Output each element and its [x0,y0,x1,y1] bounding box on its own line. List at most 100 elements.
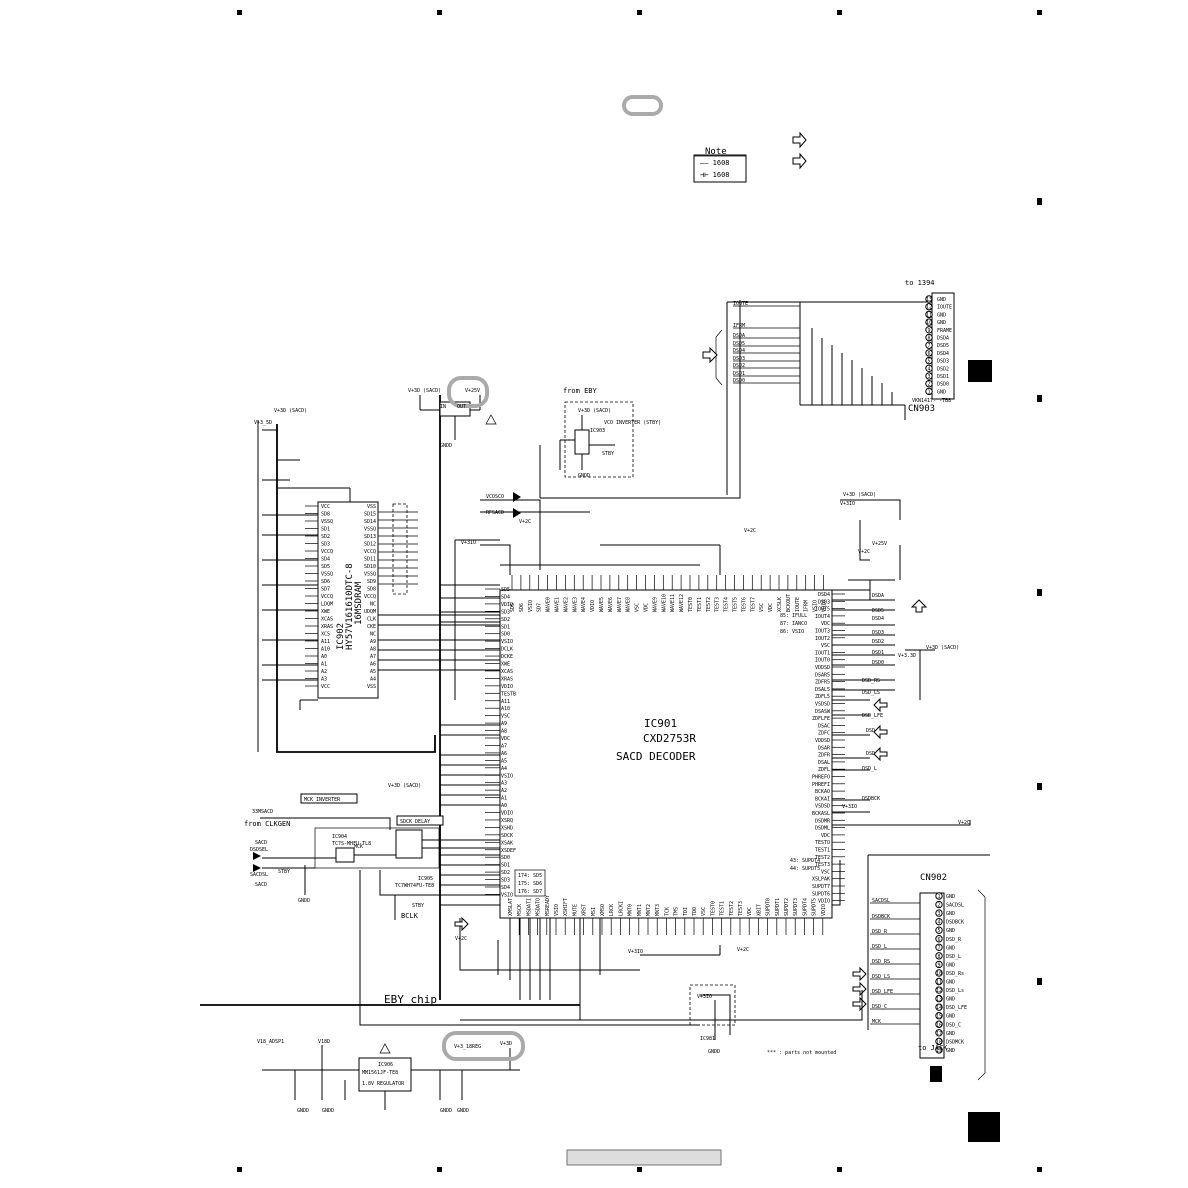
left-power-rail [257,420,436,753]
cn903-signal-label: DSD4 [733,348,745,354]
ic901-right-pin: IOUT5 [815,607,830,613]
arrow-left-icon-lfe [873,697,888,713]
cn903-pin-number: 7 [927,343,930,349]
ic901-top-pin: VSIO [528,600,534,612]
dram-resistor-array [378,503,418,595]
cn902-signal-label: DSD_RS [872,959,890,965]
mck-inverter-label-box [300,793,358,804]
v3d-label: V+3D [500,1041,512,1047]
cn903-pin-number: 6 [927,351,930,357]
v3io-right: V+3IO [840,501,855,507]
arrow-left-icon-c [873,724,888,740]
cn902-signal-label: DSD_LFE [872,989,893,995]
bottom-wiring [359,870,863,1040]
ic905-part: TC7WH74FU-TE8 [395,883,434,889]
cn902-arrow-icon-2 [852,981,867,997]
ic901-top-pin: VDIO [590,600,596,612]
note-line-1: —— 1608 [700,159,730,167]
ic902-left-pin: VSSQ [321,519,333,525]
reg-top [419,395,481,440]
cn902-pin-number: 19 [936,1048,942,1054]
ic901-bottom-pin: VDIO [821,904,827,916]
ic901-top-pin: WAVE10 [661,594,667,612]
cn903-pin-number: 11 [926,312,932,318]
ic901-left-pin: SD3 [501,609,510,615]
ic901-right-pin: DSASW [815,709,831,715]
cn902-pin-circle [935,917,943,926]
ic981-ref: IC981 [700,1036,715,1042]
ic901-right-pin: PHREFO [812,775,830,781]
ic901-right-pin: BCKASL [812,811,830,817]
ic901-top-pin: WAVE1 [555,597,561,612]
ic901-left-pin: TESTB [501,691,516,697]
ic902-right-pin: SD8 [367,587,376,593]
warning-icon-bottom [379,1043,391,1054]
ic901-right-pin: VSC [821,869,830,875]
cn902-pin-circle [935,952,943,960]
gndd-reg: GNDD [440,443,452,449]
reg-in: IN [440,404,446,410]
ic901-left-pin: A11 [501,699,510,705]
cn902-pin-number: 15 [936,1014,942,1020]
ic901-bottom-pin: TEST0 [710,901,716,916]
ic901-right-pin: VDC [821,621,830,627]
cn902-pin-name: DSD_Ls [946,988,964,994]
svg-text:DSD1: DSD1 [872,650,884,656]
ic901-right-pin: ZDFR5 [815,680,830,686]
svg-text:174: SD5: 174: SD5 [518,873,542,879]
cn903-pin-circle [925,356,933,365]
rfsacd-label: RFSACD [486,510,504,516]
ic901-right-pin: BCKAO [815,789,830,795]
ic901-right-pin: VDIO [818,899,830,905]
cn902-pin-circle [935,935,943,943]
ic901-top-pin: WAVE6 [608,597,614,612]
ic902-right-pin: SD12 [364,542,376,548]
cn902-pin-name: DSD_C [946,1022,961,1028]
cn902-pin-number: 14 [936,1005,942,1011]
ic902-left-pin: A2 [321,669,327,675]
ic902-left-pin: SD7 [321,587,330,593]
svg-text:87: IANCO: 87: IANCO [780,621,807,627]
ic902-left-pin: VCCQ [321,549,333,555]
ic901-bottom-pin: XBIT [756,904,762,916]
ic901-bottom-pin: TDO [692,907,698,916]
cn902-signal-label: SACDSL [872,898,890,904]
cn903-pin-name: DSD0 [937,382,949,388]
ic901-top-pin: WAVE8 [626,597,632,612]
ic901-left-pin: DCLK [501,647,513,653]
cn902-pin-circle [935,1037,943,1046]
cn903-pin-number: 13 [926,297,932,303]
ic902-right-pin: NC [370,602,376,608]
stby-sdck: STBY [412,903,424,909]
ic901-left-pin: XSHD [501,825,513,831]
cn903-pin-number: 3 [927,374,930,380]
ic901-left-pin: A6 [501,751,507,757]
ic902-left-pin: VCCQ [321,594,333,600]
cn902-pin-number: 16 [936,1022,942,1028]
ic902-ref: IC902 [336,623,346,650]
ic901-bottom-pin: SUPDT2 [784,898,790,916]
ic901-left-pin: VDC [501,736,510,742]
v33-sacd-reg: V+3D (SACD) [408,388,441,394]
svg-text:43: SUPDT4: 43: SUPDT4 [790,858,820,864]
cn903-pin-name: DSD1 [937,374,949,380]
cn903-pin-name: GND [937,320,946,326]
ic901-left-pin: SD5 [501,587,510,593]
ic901-top-pin: SD7 [537,603,543,612]
ic901-ref: IC901 [644,717,677,730]
vcosco-arrow-icon [513,492,521,502]
ic901-left-pin: SD2 [501,617,510,623]
cn903-pin-number: 9 [927,328,930,334]
cn902-signal-label: DSD_LS [872,974,890,980]
ic901-part: CXD2753R [643,732,696,745]
mck-inverter-label: MCK INVERTER [304,797,341,803]
ic901-bottom-pin: MSI [591,907,597,916]
ic901-bottom-pin: TCK [664,907,670,916]
cn902-pin-number: 5 [937,928,940,934]
ic901-top-pin: VSC [759,603,765,612]
ic901-left-pin: SD4 [501,885,510,891]
cn902-pin-name: GND [946,980,955,986]
ic901-bottom-pin: XRST [582,904,588,916]
